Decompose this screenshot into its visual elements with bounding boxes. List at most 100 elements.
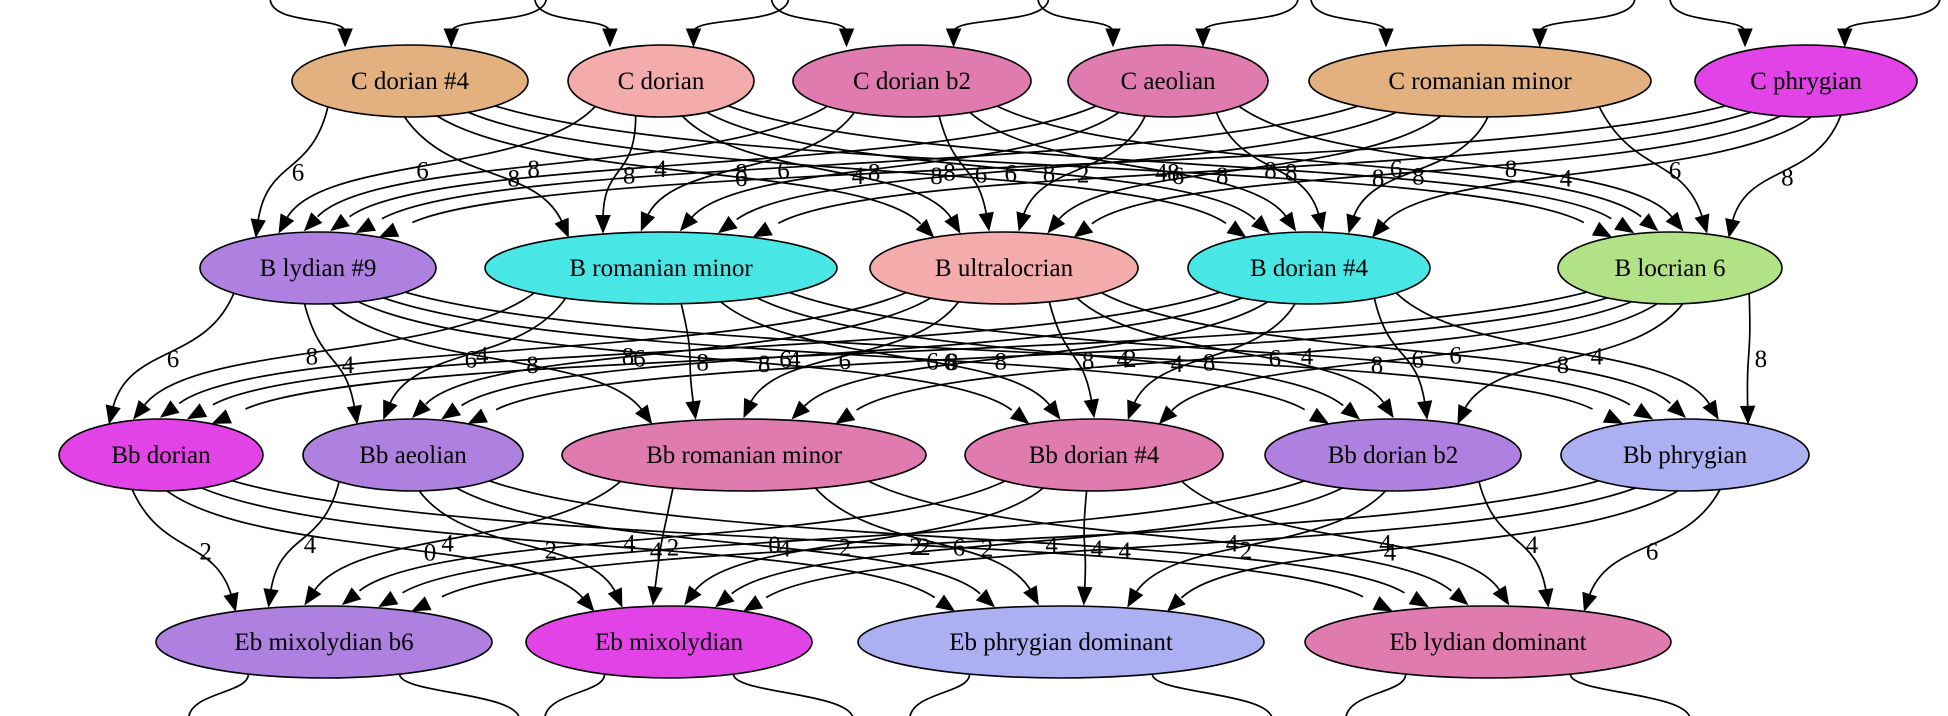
edge-c-phrygian-to-b-dorian-sharp4 (1371, 116, 1812, 238)
node-label: Eb lydian dominant (1389, 629, 1586, 656)
node-label: C aeolian (1120, 68, 1216, 95)
incoming-edge-stub (1195, 0, 1299, 48)
node-bb-dorian-sharp4[interactable]: Bb dorian #4 (964, 418, 1224, 492)
edge-b-romanian-minor-to-bb-phrygian (784, 290, 1654, 420)
node-ellipse (1557, 231, 1783, 305)
edge-weight-label: 4 (1045, 532, 1058, 559)
edge-b-ultralocrian-to-bb-dorian-b2 (1075, 296, 1394, 419)
edge-arrowhead (1371, 218, 1390, 238)
edge-weight-label: 8 (1557, 352, 1570, 379)
node-b-lydian-sharp9[interactable]: B lydian #9 (199, 231, 437, 305)
node-eb-mixolydian[interactable]: Eb mixolydian (525, 605, 813, 679)
node-c-dorian-b2[interactable]: C dorian b2 (792, 44, 1032, 118)
node-c-dorian-sharp4[interactable]: C dorian #4 (291, 44, 529, 118)
edge-weight-label: 4 (1384, 540, 1397, 567)
edge-weight-label: 4 (1155, 160, 1168, 187)
node-ellipse (1067, 44, 1269, 118)
edge-line (1091, 115, 1782, 225)
node-b-locrian-6[interactable]: B locrian 6 (1557, 231, 1783, 305)
edge-arrowhead (935, 594, 956, 612)
edge-arrowhead (743, 595, 764, 612)
edge-arrowhead (1340, 401, 1361, 420)
edge-weight-label: 8 (946, 349, 959, 376)
edge-arrowhead (337, 28, 353, 48)
edge-c-dorian-b2-to-b-dorian-sharp4 (968, 111, 1297, 232)
edge-weight-label: 6 (416, 157, 429, 184)
node-eb-lydian-dominant[interactable]: Eb lydian dominant (1304, 605, 1672, 679)
edge-weight-label: 6 (1172, 163, 1185, 190)
edge-line (544, 673, 606, 716)
edge-weight-label: 6 (292, 160, 305, 187)
edge-c-phrygian-to-b-lydian-sharp9 (378, 103, 1730, 238)
edge-line (1171, 302, 1658, 411)
edge-b-ultralocrian-to-bb-phrygian (1098, 290, 1686, 418)
node-label: B ultralocrian (935, 255, 1074, 282)
incoming-edge-stub (945, 0, 1049, 48)
edge-c-aeolian-to-b-locrian-6 (1236, 104, 1684, 232)
node-b-dorian-sharp4[interactable]: B dorian #4 (1187, 231, 1431, 305)
node-label: Eb mixolydian (595, 629, 743, 656)
node-eb-mixolydian-b6[interactable]: Eb mixolydian b6 (155, 605, 493, 679)
edge-c-romanian-minor-to-b-lydian-sharp9 (355, 103, 1363, 234)
edge-weight-label: 4 (1171, 351, 1184, 378)
node-bb-dorian[interactable]: Bb dorian (58, 418, 264, 492)
edge-line (1215, 111, 1321, 218)
edge-arrowhead (944, 213, 961, 234)
edge-line (724, 104, 1612, 220)
node-label: Bb dorian (111, 442, 211, 469)
node-b-ultralocrian[interactable]: B ultralocrian (869, 231, 1139, 305)
node-label: C dorian b2 (853, 68, 971, 95)
edge-line (381, 296, 1306, 411)
node-b-romanian-minor[interactable]: B romanian minor (484, 231, 838, 305)
edge-b-locrian-6-to-bb-dorian (211, 290, 1592, 424)
edge-line (909, 673, 971, 716)
edge-line (358, 479, 1009, 592)
edge-line (952, 0, 1049, 33)
node-bb-phrygian[interactable]: Bb phrygian (1560, 418, 1810, 492)
edge-line (330, 303, 643, 411)
edge-arrowhead (1073, 220, 1094, 238)
edge-line (777, 110, 1753, 225)
node-c-dorian[interactable]: C dorian (567, 44, 755, 118)
edge-weight-label: 4 (304, 532, 317, 559)
edge-arrowhead (1457, 404, 1473, 425)
edge-c-aeolian-to-b-lydian-sharp9 (330, 104, 1100, 232)
edge-line (1746, 291, 1751, 410)
edge-arrowhead (1127, 587, 1144, 608)
node-bb-dorian-b2[interactable]: Bb dorian b2 (1264, 418, 1522, 492)
edge-weight-label: 6 (167, 346, 180, 373)
edge-bb-dorian-b2-to-eb-mixolydian-b6 (378, 479, 1308, 608)
edge-line (491, 103, 1585, 224)
edge-line (269, 479, 341, 593)
node-label: B lydian #9 (260, 255, 377, 282)
edge-c-aeolian-to-b-romanian-minor (679, 111, 1121, 232)
edge-b-locrian-6-to-bb-phrygian (1739, 291, 1756, 425)
edge-b-dorian-sharp4-to-bb-dorian-b2 (1373, 297, 1433, 420)
edge-arrowhead (635, 404, 653, 425)
edge-arrowhead (595, 215, 611, 234)
edge-arrowhead (1226, 220, 1247, 238)
node-label: C romanian minor (1388, 68, 1572, 95)
edge-line (166, 490, 584, 599)
edge-arrowhead (1346, 213, 1362, 234)
node-c-aeolian[interactable]: C aeolian (1067, 44, 1269, 118)
edge-bb-aeolian-to-eb-phrygian-dominant (455, 486, 996, 608)
edge-arrowhead (1023, 585, 1039, 606)
node-c-phrygian[interactable]: C phrygian (1694, 44, 1918, 118)
node-c-romanian-minor[interactable]: C romanian minor (1308, 44, 1652, 118)
edge-line (178, 290, 910, 405)
node-bb-aeolian[interactable]: Bb aeolian (302, 418, 524, 492)
edge-arrowhead (1308, 407, 1330, 424)
outgoing-edge-stub (1151, 673, 1272, 716)
node-bb-romanian-minor[interactable]: Bb romanian minor (561, 418, 927, 492)
edge-line (131, 488, 233, 598)
edge-arrowhead (1016, 211, 1032, 232)
edge-weight-label: 4 (1119, 538, 1132, 565)
edge-line (1463, 303, 1684, 411)
edge-arrowhead (1614, 216, 1635, 234)
edge-arrowhead (443, 28, 460, 48)
edge-weight-label: 8 (526, 352, 539, 379)
incoming-edge-stub (1532, 0, 1636, 48)
node-eb-phrygian-dominant[interactable]: Eb phrygian dominant (857, 605, 1265, 679)
edge-b-ultralocrian-to-bb-romanian-minor (743, 300, 960, 419)
